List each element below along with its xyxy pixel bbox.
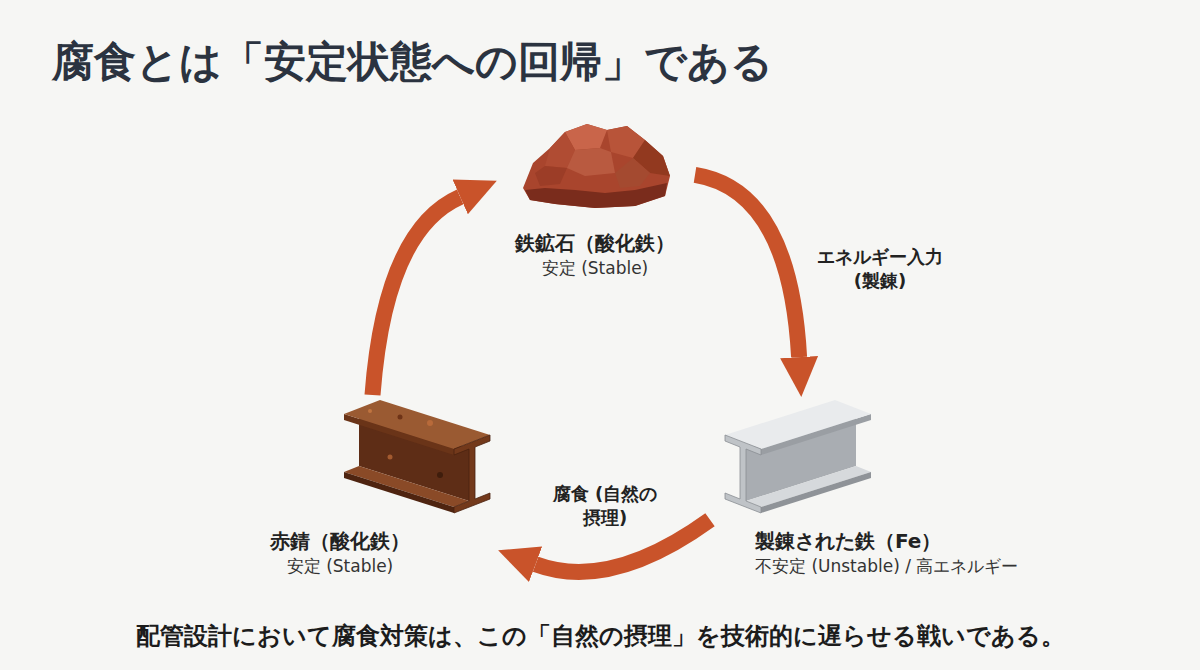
stage-node: 製錬された鉄（Fe）不安定 (Unstable) / 高エネルギー bbox=[710, 395, 1090, 590]
iron-ore-illustration bbox=[515, 118, 675, 213]
stage-node: 赤錆（酸化鉄）安定 (Stable) bbox=[250, 395, 500, 590]
node-state: 安定 (Stable) bbox=[495, 257, 695, 281]
edge-label: エネルギー入力 (製錬) bbox=[805, 245, 955, 294]
node-heading: 鉄鉱石（酸化鉄） bbox=[495, 230, 695, 257]
diagram-title: 腐食とは「安定状態への回帰」である bbox=[52, 34, 773, 90]
node-heading: 製錬された鉄（Fe） bbox=[755, 528, 1090, 555]
node-text-group: 製錬された鉄（Fe）不安定 (Unstable) / 高エネルギー bbox=[755, 528, 1090, 579]
rusted-beam-illustration bbox=[330, 395, 500, 517]
node-text-group: 鉄鉱石（酸化鉄）安定 (Stable) bbox=[495, 230, 695, 281]
edge-label: 腐食 (自然の摂理) bbox=[550, 482, 660, 531]
steel-beam-illustration bbox=[715, 395, 885, 517]
cycle-arrow bbox=[373, 197, 461, 395]
node-state: 安定 (Stable) bbox=[250, 555, 430, 579]
node-text-group: 赤錆（酸化鉄）安定 (Stable) bbox=[250, 528, 430, 579]
stage-node: 鉄鉱石（酸化鉄）安定 (Stable) bbox=[495, 118, 695, 290]
node-state: 不安定 (Unstable) / 高エネルギー bbox=[755, 555, 1090, 579]
node-heading: 赤錆（酸化鉄） bbox=[250, 528, 430, 555]
cycle-arrow bbox=[695, 175, 799, 357]
diagram-caption: 配管設計において腐食対策は、この「自然の摂理」を技術的に遅らせる戦いである。 bbox=[0, 620, 1200, 652]
